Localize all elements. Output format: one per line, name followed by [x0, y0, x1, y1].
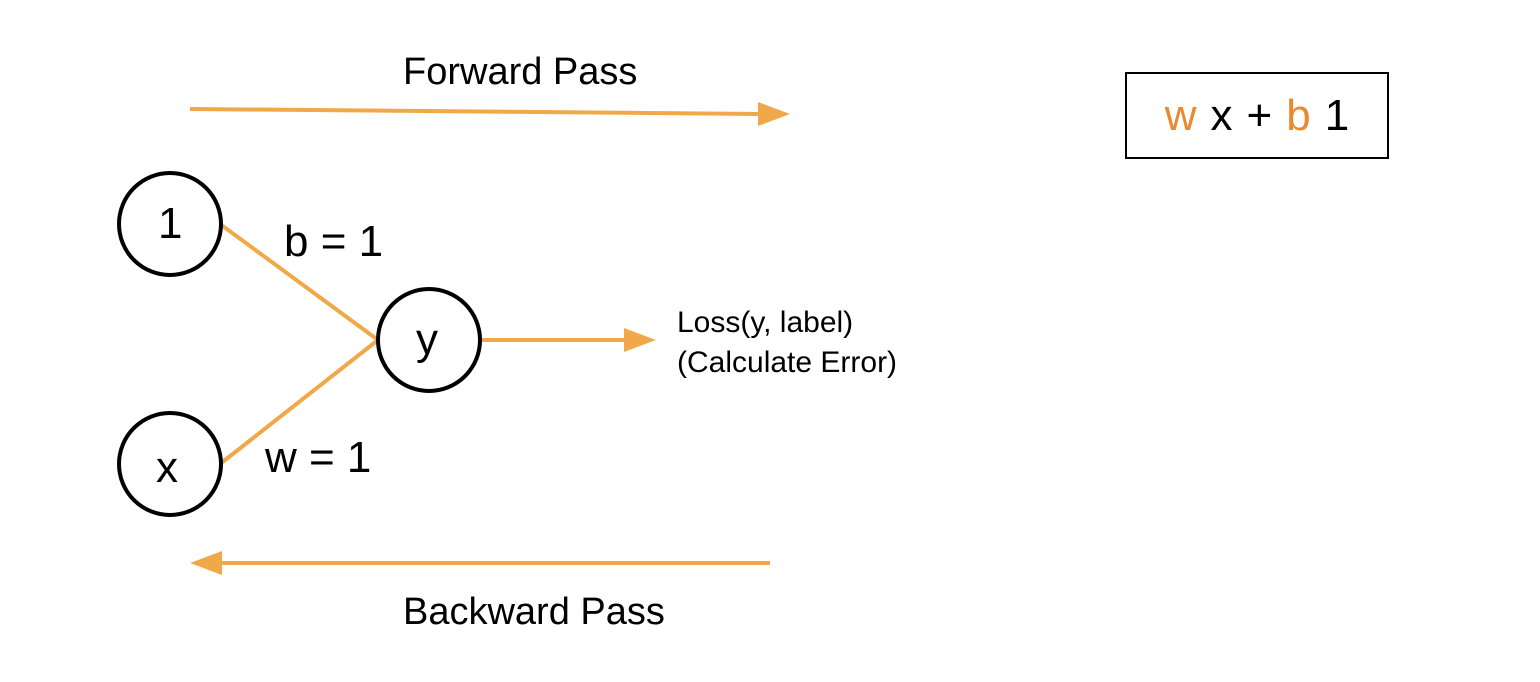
backward-pass-label: Backward Pass [403, 591, 665, 633]
formula-bias: b [1286, 90, 1311, 140]
edge-bias-to-output [218, 222, 380, 342]
edge-input-to-output [218, 338, 380, 466]
output-arrowhead [624, 328, 656, 352]
formula-box: w x + b 1 [1125, 72, 1389, 159]
output-node [376, 287, 482, 393]
bias-node-label: 1 [158, 199, 183, 248]
input-node-label: x [156, 443, 178, 492]
bias-node [117, 171, 223, 277]
forward-pass-label: Forward Pass [403, 51, 638, 93]
forward-arrowhead [758, 102, 790, 126]
forward-arrow [189, 107, 761, 116]
loss-label-line1: Loss(y, label) [677, 306, 854, 339]
formula-weight: w [1164, 90, 1197, 140]
input-weight-label: w = 1 [265, 433, 372, 482]
input-node [117, 411, 223, 517]
bias-weight-label: b = 1 [284, 217, 384, 266]
loss-label-line2: (Calculate Error) [677, 346, 898, 379]
backward-arrowhead [190, 551, 222, 575]
formula-input: x [1210, 90, 1233, 140]
formula-plus: + [1246, 90, 1273, 140]
output-node-label: y [416, 315, 438, 364]
formula-one: 1 [1324, 90, 1350, 140]
